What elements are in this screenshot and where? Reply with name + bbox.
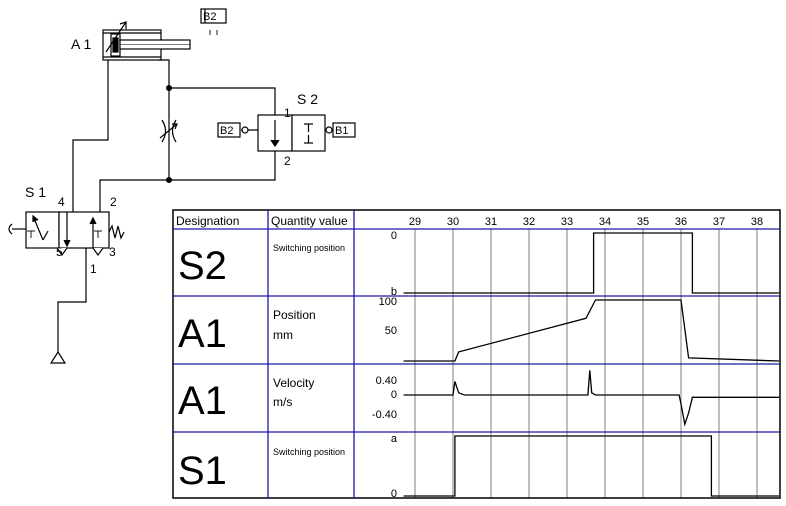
line-from-s2-port2: [169, 151, 276, 181]
row-s2-designation: S2: [178, 244, 227, 288]
row-a1-position-unit: mm: [273, 328, 293, 342]
sensor-b2-top[interactable]: [200, 8, 227, 35]
junction-top: [166, 85, 172, 91]
valve-s2-port-1: 1: [284, 106, 291, 120]
trace-s2-switching: [403, 232, 779, 294]
row-a1-velocity-ylabel-neg: -0.40: [372, 409, 397, 421]
timing-table: Designation Quantity value 29 30 31 32 33 34 3…: [172, 209, 781, 500]
junction-bottom: [166, 177, 172, 183]
valve-s1-port-3: 3: [109, 245, 116, 259]
row-a1-velocity-quantity: Velocity: [273, 376, 314, 390]
x-tick-label-38: 38: [751, 216, 763, 228]
valve-s2-port-2: 2: [284, 154, 291, 168]
valve-s1[interactable]: [8, 211, 125, 257]
sensor-b2-top-label: B2: [203, 11, 216, 23]
valve-s2-label: S 2: [297, 91, 318, 107]
x-tick-label-31: 31: [485, 216, 497, 228]
x-tick-label-30: 30: [447, 216, 459, 228]
valve-s1-port-4: 4: [58, 195, 65, 209]
row-a1-position-quantity: Position: [273, 308, 316, 322]
x-tick-label-33: 33: [561, 216, 573, 228]
cylinder-a1[interactable]: [102, 21, 191, 61]
valve-s1-port-5: 5: [56, 245, 63, 259]
header-designation: Designation: [176, 214, 239, 228]
valve-s1-label: S 1: [25, 184, 46, 200]
valve-s2[interactable]: [217, 114, 356, 152]
row-s1-ylabel-0: 0: [391, 488, 397, 500]
x-tick-label-36: 36: [675, 216, 687, 228]
row-a1-velocity-ylabel-zero: 0: [391, 389, 397, 401]
row-a1-position-designation: A1: [178, 312, 227, 356]
row-a1-position-ylabel-50: 50: [385, 325, 397, 337]
cylinder-a1-label: A 1: [71, 36, 91, 52]
row-s2-ylabel-b: b: [391, 286, 397, 298]
row-a1-velocity-unit: m/s: [273, 395, 292, 409]
signal-traces: [403, 232, 780, 497]
header-quantity: Quantity value: [271, 214, 348, 228]
time-axis-ticks: 29 30 31 32 33 34 35 36 37 38: [409, 216, 763, 228]
x-tick-label-29: 29: [409, 216, 421, 228]
row-a1-position-ylabel-100: 100: [379, 296, 397, 308]
x-tick-label-37: 37: [713, 216, 725, 228]
row-s1-designation: S1: [178, 449, 227, 493]
throttle-valve[interactable]: [159, 119, 178, 143]
row-s1-ylabel-a: a: [391, 433, 398, 445]
row-a1-velocity-designation: A1: [178, 379, 227, 423]
line-cyl-to-port4: [72, 60, 109, 212]
x-tick-label-35: 35: [637, 216, 649, 228]
pressure-source-icon: [49, 350, 67, 364]
trace-a1-velocity: [403, 370, 779, 427]
row-s2-quantity: Switching position: [273, 243, 345, 253]
row-s1-quantity: Switching position: [273, 447, 345, 457]
supply-line: [57, 248, 87, 352]
valve-s2-sensor-b2: B2: [220, 125, 233, 137]
valve-s1-port-2: 2: [110, 195, 117, 209]
x-tick-label-32: 32: [523, 216, 535, 228]
x-tick-label-34: 34: [599, 216, 611, 228]
trace-s1-switching: [403, 435, 779, 497]
trace-a1-position: [403, 299, 780, 362]
row-s2-ylabel-0: 0: [391, 230, 397, 242]
row-a1-velocity-ylabel-pos: 0.40: [376, 375, 397, 387]
valve-s2-sensor-b1: B1: [335, 125, 348, 137]
valve-s1-port-1: 1: [90, 262, 97, 276]
time-grid: [414, 229, 758, 498]
line-cyl-to-port2: [99, 59, 170, 212]
line-to-s2-port1: [169, 87, 276, 115]
pneumatic-circuit: A 1 B2: [8, 8, 356, 364]
